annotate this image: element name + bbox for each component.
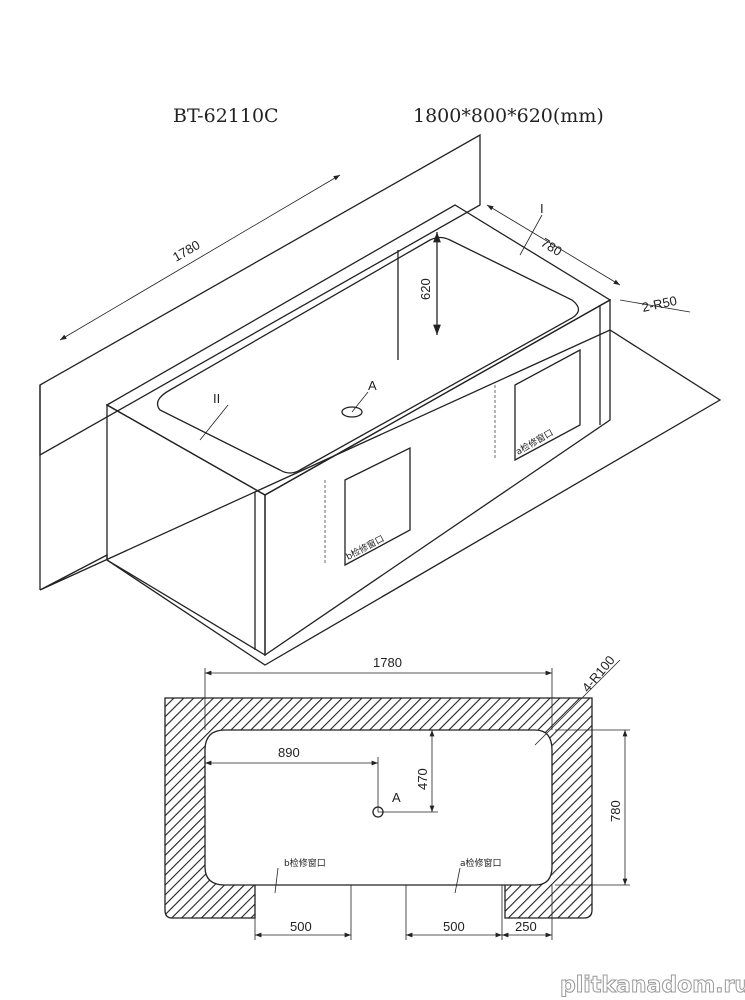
plan-drain-y-label: 470 bbox=[415, 768, 430, 790]
panel-b bbox=[344, 446, 411, 567]
iso-panel-b-label: b检修窗口 bbox=[344, 532, 386, 562]
label-i: I bbox=[540, 201, 544, 216]
plan-width-label: 780 bbox=[608, 800, 623, 822]
plan-offset-label: 250 bbox=[515, 919, 537, 934]
plan-drain-label: A bbox=[392, 790, 401, 805]
plan-radius-label: 4-R100 bbox=[579, 653, 618, 695]
plan-length-label: 1780 bbox=[373, 655, 402, 670]
iso-drain-label: A bbox=[368, 378, 377, 393]
watermark: plitkanadom.ru bbox=[560, 973, 745, 998]
plan-opening-a-label: 500 bbox=[443, 919, 465, 934]
iso-radius-label: 2-R50 bbox=[641, 293, 679, 315]
model-title: BT-62110C bbox=[173, 105, 279, 127]
iso-height-label: 620 bbox=[418, 278, 433, 300]
plan-drain-x-label: 890 bbox=[278, 745, 300, 760]
tub-rim-hatched bbox=[164, 697, 593, 919]
plan-panel-b-label: b检修窗口 bbox=[284, 857, 326, 869]
floor-plane bbox=[39, 329, 722, 666]
tub-front-face bbox=[264, 298, 611, 657]
isometric-view: 1780 780 620 2-R50 I II A a检修窗口 b检修窗口 bbox=[39, 133, 722, 666]
panel-a bbox=[514, 348, 581, 462]
plan-view: 1780 4-R100 890 470 A 780 b检修窗口 a检修窗口 50… bbox=[164, 653, 630, 940]
iso-length-label: 1780 bbox=[170, 237, 203, 264]
plan-panel-a-label: a检修窗口 bbox=[460, 857, 502, 869]
label-ii: II bbox=[213, 391, 220, 406]
tub-basin bbox=[156, 236, 580, 474]
plan-opening-b-label: 500 bbox=[290, 919, 312, 934]
tub-end-face bbox=[106, 403, 266, 657]
dimensions-title: 1800*800*620(mm) bbox=[413, 105, 604, 127]
